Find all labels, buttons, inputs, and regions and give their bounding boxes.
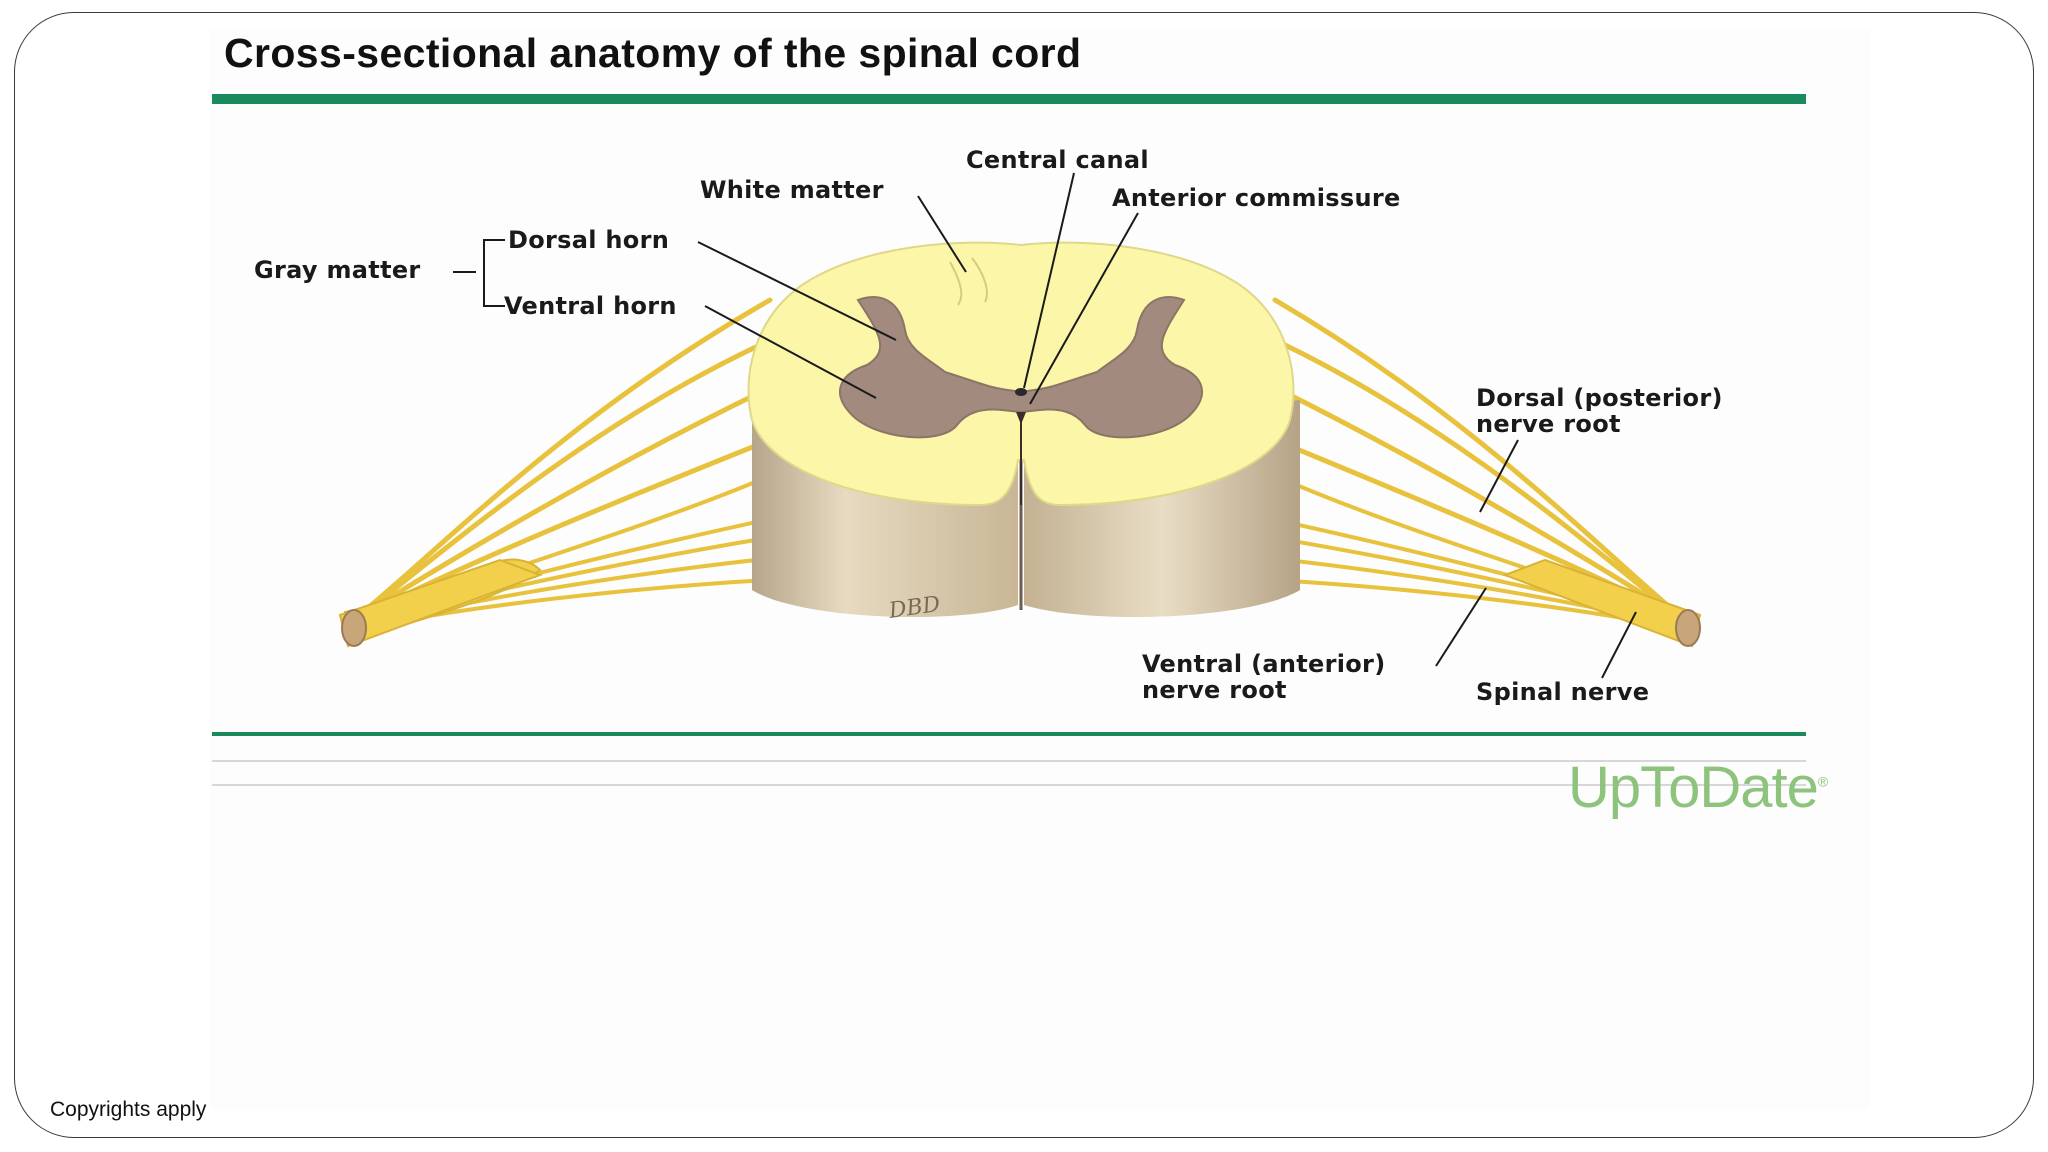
- uptodate-logo: UpToDate®: [1568, 754, 1828, 821]
- label-white-matter: White matter: [700, 176, 884, 204]
- brand-text: UpToDate: [1568, 755, 1819, 820]
- copyright-note: Copyrights apply: [50, 1098, 207, 1121]
- label-ventral-root-line1: Ventral (anterior): [1142, 650, 1386, 678]
- central-canal: [1015, 388, 1027, 396]
- leader-lines: [453, 172, 1637, 679]
- thin-rule-1: [212, 760, 1806, 762]
- label-dorsal-horn: Dorsal horn: [508, 226, 670, 254]
- label-spinal-nerve: Spinal nerve: [1476, 678, 1650, 706]
- bottom-rule: [212, 732, 1806, 736]
- label-dorsal-root-line2: nerve root: [1476, 409, 1621, 438]
- slide-title: Cross-sectional anatomy of the spinal co…: [224, 30, 1082, 76]
- label-dorsal-nerve-root: Dorsal (posterior) nerve root: [1476, 384, 1723, 438]
- label-gray-matter: Gray matter: [254, 256, 421, 284]
- label-anterior-commissure: Anterior commissure: [1112, 184, 1401, 212]
- title-rule: [212, 94, 1806, 104]
- thin-rule-2: [212, 784, 1806, 786]
- anterior-median-fissure: [1016, 412, 1026, 505]
- label-ventral-root-line2: nerve root: [1142, 675, 1287, 704]
- label-ventral-horn: Ventral horn: [504, 292, 677, 320]
- label-ventral-nerve-root: Ventral (anterior) nerve root: [1142, 650, 1386, 704]
- label-dorsal-root-line1: Dorsal (posterior): [1476, 384, 1723, 412]
- left-nerve-cut-end: [341, 609, 367, 647]
- gray-matter: [839, 296, 1203, 439]
- label-central-canal: Central canal: [966, 146, 1149, 174]
- right-nerve-cut-end: [1675, 609, 1701, 647]
- brand-registered-mark: ®: [1817, 773, 1828, 790]
